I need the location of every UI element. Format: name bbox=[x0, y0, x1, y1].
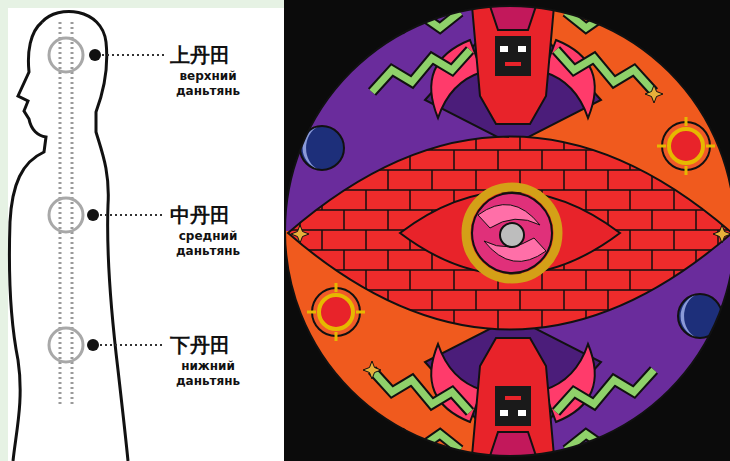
mandala bbox=[284, 0, 730, 461]
russian-label: средний даньтянь bbox=[166, 229, 250, 259]
channel-dots bbox=[59, 22, 62, 405]
chinese-label: 下丹田 bbox=[170, 333, 230, 357]
chinese-label: 中丹田 bbox=[170, 203, 230, 227]
channel-dots bbox=[71, 22, 74, 405]
chinese-label: 上丹田 bbox=[170, 43, 230, 67]
leader-lines bbox=[100, 55, 164, 345]
body-outline bbox=[9, 11, 128, 461]
russian-label: нижний даньтянь bbox=[166, 359, 250, 389]
dantian-circles bbox=[49, 38, 83, 362]
dantian-dots bbox=[87, 49, 101, 351]
panel bbox=[8, 8, 284, 461]
russian-label: верхний даньтянь bbox=[166, 69, 250, 99]
